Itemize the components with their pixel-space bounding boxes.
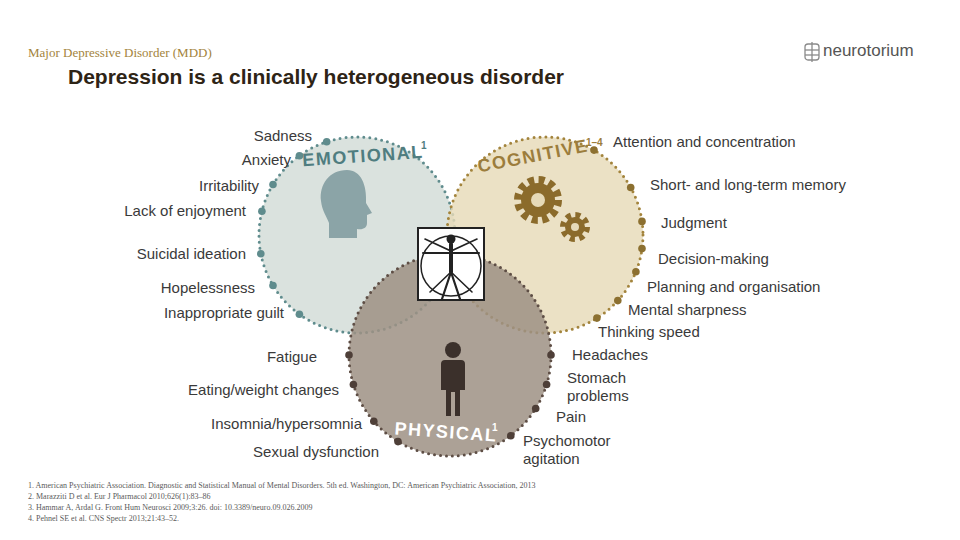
logo-line <box>805 49 819 50</box>
reference-superscript: 1 <box>492 419 498 437</box>
symptom-label: Anxiety <box>242 151 291 169</box>
symptom-label: Lack of enjoyment <box>124 202 246 220</box>
reference: 4. Pehnel SE et al. CNS Spectr 2013;21:4… <box>28 514 179 524</box>
symptom-dot <box>638 245 646 253</box>
symptom-label: Inappropriate guilt <box>164 304 284 322</box>
symptom-label: Attention and concentration <box>613 133 796 151</box>
symptom-dot <box>257 250 265 258</box>
logo-icon <box>804 41 820 63</box>
reference: 1. American Psychiatric Association. Dia… <box>28 481 536 491</box>
symptom-label: Sexual dysfunction <box>253 443 379 461</box>
reference: 2. Marazziti D et al. Eur J Pharmacol 20… <box>28 492 211 502</box>
symptom-label: Stomach problems <box>567 369 639 405</box>
reference-superscript: 1–4 <box>586 134 603 152</box>
symptom-dot <box>614 297 622 305</box>
symptom-label: Hopelessness <box>161 279 255 297</box>
reference: 3. Hammar A, Ardal G. Front Hum Neurosci… <box>28 503 312 513</box>
logo-line <box>805 54 819 55</box>
symptom-label: Mental sharpness <box>628 301 746 319</box>
section-header: Major Depressive Disorder (MDD) <box>28 44 212 62</box>
symptom-label: Suicidal ideation <box>137 245 246 263</box>
symptom-dot <box>627 184 635 192</box>
vitruvian-man <box>416 226 486 302</box>
symptom-dot <box>543 381 551 389</box>
symptom-label: Short- and long-term memory <box>650 176 846 194</box>
logo-text: neurotorium <box>823 42 914 60</box>
head-icon <box>321 170 372 238</box>
symptom-label: Eating/weight changes <box>188 381 339 399</box>
symptom-dot <box>638 218 646 226</box>
symptom-label: Irritability <box>199 177 259 195</box>
symptom-label: Sadness <box>254 127 312 145</box>
symptom-label: Decision-making <box>658 250 769 268</box>
symptom-label: Headaches <box>572 346 648 364</box>
symptom-label: Thinking speed <box>598 323 700 341</box>
symptom-label: Psychomotor agitation <box>523 432 623 468</box>
symptom-label: Insomnia/hypersomnia <box>211 415 362 433</box>
symptom-dot <box>593 314 601 322</box>
symptom-label: Fatigue <box>267 348 317 366</box>
reference-superscript: 1 <box>421 137 427 155</box>
logo-line <box>811 42 812 62</box>
symptom-dot <box>370 418 378 426</box>
slide-title: Depression is a clinically heterogeneous… <box>68 64 564 90</box>
symptom-dot <box>532 405 540 413</box>
symptom-dot <box>269 282 277 290</box>
symptom-dot <box>507 432 515 440</box>
symptom-label: Judgment <box>661 214 727 232</box>
gears-icon <box>518 180 587 239</box>
symptom-label: Planning and organisation <box>647 278 820 296</box>
symptom-dot <box>296 311 304 319</box>
vitruvian-circle <box>421 236 481 296</box>
symptom-dot <box>323 138 331 146</box>
symptom-dot <box>350 381 358 389</box>
symptom-dot <box>394 438 402 446</box>
symptom-dot <box>345 351 353 359</box>
symptom-dot <box>269 181 277 189</box>
vitruvian-square <box>418 228 484 300</box>
symptom-dot <box>547 351 555 359</box>
vitruvian-figure <box>423 239 479 299</box>
symptom-dot <box>258 208 266 216</box>
person-icon <box>441 342 465 416</box>
symptom-dot <box>632 268 640 276</box>
symptom-label: Pain <box>556 408 586 426</box>
vitruvian-head <box>447 235 456 244</box>
